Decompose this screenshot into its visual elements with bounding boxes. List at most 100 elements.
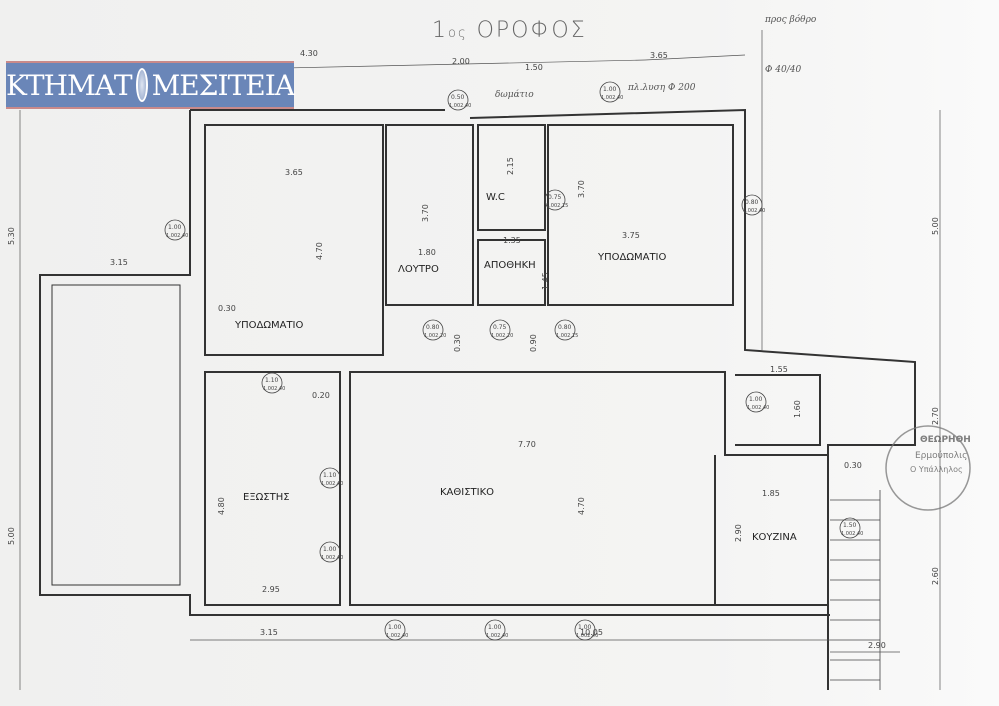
stamp-line2: Ερμούπολις [915,450,967,461]
opening-tag: 1.001.002.40 [484,619,508,641]
dimension-label: 0.90 [529,334,538,352]
dimension-label: 4.80 [217,497,226,515]
walls [39,108,916,690]
opening-tag-circle [599,81,621,103]
opening-tag: 0.80 1.002.20 [422,319,446,341]
opening-tag-circle [839,517,861,539]
opening-tags: 0.50 1.002.40 1.00 1.002.40 1.00 1.002.40 0.75… [164,81,863,641]
dimension-label: 3.75 [622,231,640,240]
opening-width: 1.00 [578,624,592,631]
opening-width: 1.00 [603,86,617,93]
opening-width: 0.50 [451,94,465,101]
opening-height: 1.002.40 [743,208,765,214]
opening-width: 0.75 [493,324,507,331]
opening-tag-circle [484,619,506,641]
stairs [830,490,881,690]
dimension-label: 7.70 [518,440,536,449]
opening-tag: 0.80 1.002.40 [741,194,765,216]
room-labels: ΥΠΟΔΩΜΑΤΙΟΛΟΥΤΡΟW.CΑΠΟΘΗΚΗΥΠΟΔΩΜΑΤΙΟΕΞΩΣ… [234,192,797,543]
title-number: 1 [432,18,448,43]
opening-tag: 1.50 1.002.40 [839,517,863,539]
dimension-label: 10.05 [580,628,603,637]
wall-bathroom [385,124,474,306]
dimension-label: 0.30 [844,461,862,470]
agency-logo: ΚΤΗΜΑΤ ΜΕΣΙΤΕΙΑ [6,61,295,109]
opening-height: 1.002.15 [546,203,568,209]
opening-width: 0.80 [426,324,440,331]
wall-storage [477,239,546,306]
room-label: ΑΠΟΘΗΚΗ [484,260,536,271]
opening-tag: 1.001.002.40 [319,541,343,563]
note-to-cesspit: προς βόθρο [764,14,817,25]
dimension-label: 0.20 [312,391,330,400]
dimension-label: 2.15 [506,157,515,175]
opening-tag-circle [447,89,469,111]
dimension-label: 3.70 [577,180,586,198]
opening-height: 1.002.20 [424,333,446,339]
room-label: ΥΠΟΔΩΜΑΤΙΟ [597,252,667,263]
handwritten-notes: προς βόθρο Φ 40/40 δωμάτιο πλ.λυση Φ 200 [495,14,817,100]
opening-height: 1.002.40 [576,633,598,639]
opening-height: 1.002.40 [263,386,285,392]
outer-wall [39,108,916,690]
opening-tag: 1.00 1.002.40 [599,81,623,103]
opening-width: 1.10 [323,472,337,479]
opening-height: 1.002.40 [166,233,188,239]
room-label: ΚΟΥΖΙΝΑ [752,532,797,543]
wall-terrace [51,284,181,586]
title-text: ΟΡΟΦΟΣ [476,18,587,43]
dimension-label: 2.90 [868,641,886,650]
note-pipe-size: Φ 40/40 [765,65,801,75]
room-label: ΥΠΟΔΩΜΑΤΙΟ [234,320,304,331]
dimension-label: 2.60 [931,567,940,585]
opening-height: 1.002.40 [449,103,471,109]
opening-tag: 1.001.002.40 [745,391,769,413]
opening-tag-circle [574,619,596,641]
opening-width: 0.75 [548,194,562,201]
opening-tag: 1.10 1.002.40 [319,467,343,489]
dimension-label: 2.70 [931,407,940,425]
opening-tag: 1.001.002.40 [164,219,188,241]
wall-balcony [204,371,341,606]
dimension-label: 1.80 [418,248,436,257]
dimension-label: 2.00 [452,57,470,66]
opening-tag: 0.801.002.15 [554,319,578,341]
room-label: W.C [486,192,505,203]
opening-height: 1.002.40 [601,95,623,101]
opening-tag: 1.001.002.40 [384,619,408,641]
opening-width: 1.00 [323,546,337,553]
note-room: δωμάτιο [495,89,534,100]
dimension-label: 1.45 [541,272,550,290]
opening-width: 1.00 [749,396,763,403]
opening-height: 1.002.40 [841,531,863,537]
opening-width: 0.80 [745,199,759,206]
dimension-label: 0.30 [218,304,236,313]
wall-hall [735,374,821,446]
room-label: ΕΞΩΣΤΗΣ [243,492,290,503]
opening-tag: 0.50 1.002.40 [447,89,471,111]
dimension-label: 4.70 [315,242,324,260]
dimension-label: 5.00 [7,527,16,545]
dimension-label: 1.55 [770,365,788,374]
opening-height: 1.002.15 [556,333,578,339]
dimension-label: 4.70 [577,497,586,515]
opening-tag: 0.75 1.002.15 [544,189,568,211]
opening-tag: 0.75 1.002.20 [489,319,513,341]
dimension-label: 2.95 [262,585,280,594]
opening-tag-circle [489,319,511,341]
opening-tag-circle [741,194,763,216]
opening-width: 1.50 [843,522,857,529]
opening-width: 1.10 [265,377,279,384]
dimension-label: 5.30 [7,227,16,245]
dimension-label: 0.30 [453,334,462,352]
opening-height: 1.002.20 [491,333,513,339]
opening-tag: 1.10 1.002.40 [261,372,285,394]
logo-text-right: ΜΕΣΙΤΕΙΑ [151,68,295,102]
opening-tag-circle [554,319,576,341]
page-title: 1ος ΟΡΟΦΟΣ [432,18,587,43]
opening-height: 1.002.40 [321,481,343,487]
dimension-label: 3.65 [285,168,303,177]
dimension-label: 5.00 [931,217,940,235]
